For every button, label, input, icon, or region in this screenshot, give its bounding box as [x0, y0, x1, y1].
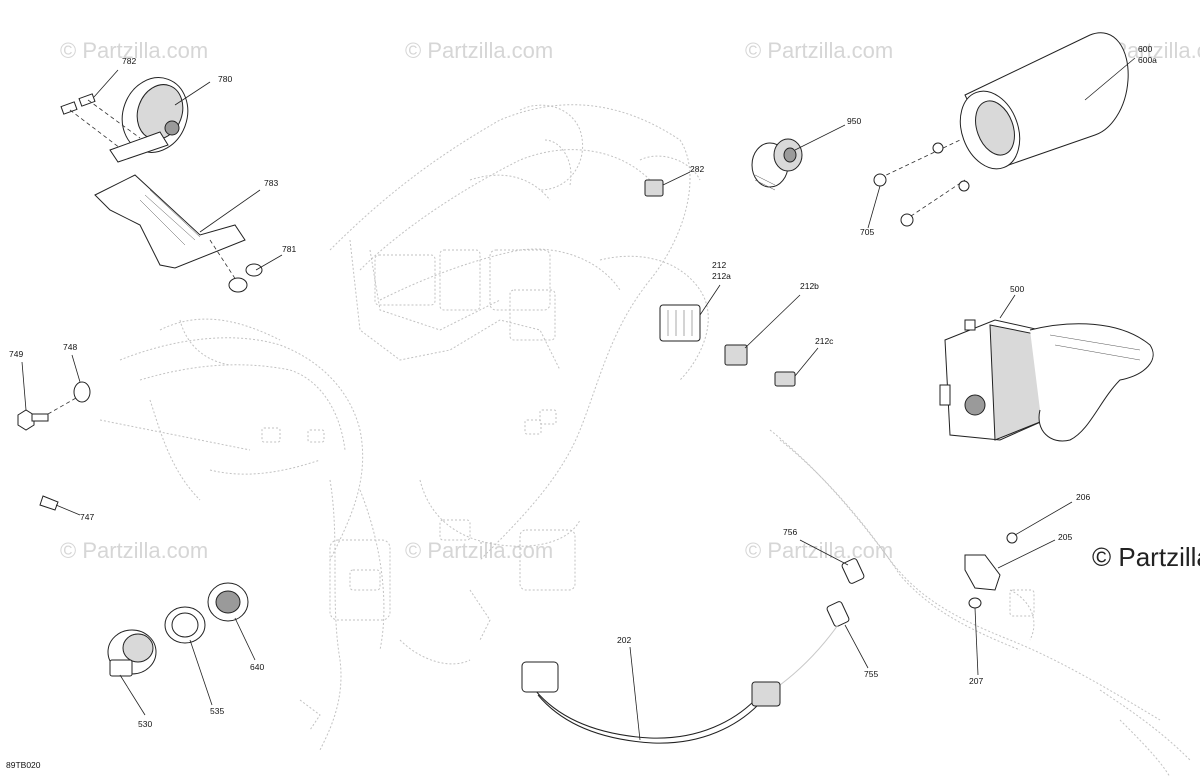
- horn-assembly: [60, 77, 263, 293]
- watermarks: © Partzilla.com © Partzilla.com © Partzi…: [60, 38, 1200, 572]
- watermark: © Partzilla.com: [745, 538, 893, 563]
- callout-640: 640: [250, 662, 264, 672]
- callout-600: 600: [1138, 44, 1152, 54]
- callout-781: 781: [282, 244, 296, 254]
- ignition-switch-group: [107, 582, 249, 677]
- callout-202: 202: [617, 635, 631, 645]
- callout-755: 755: [864, 669, 878, 679]
- callout-780: 780: [218, 74, 232, 84]
- control-module-500: [939, 319, 1154, 442]
- part-282: [644, 179, 664, 197]
- leader-lines: [21, 57, 1136, 741]
- watermark-corner: © Partzilla: [1092, 542, 1200, 572]
- callout-206: 206: [1076, 492, 1090, 502]
- grommet-748: [73, 381, 91, 403]
- callout-950: 950: [847, 116, 861, 126]
- watermark: © Partzilla.com: [745, 38, 893, 63]
- diagram-ref-code: 89TB020: [6, 760, 41, 770]
- callout-212b: 212b: [800, 281, 819, 291]
- callout-705: 705: [860, 227, 874, 237]
- main-wiring-harness-ghost: [99, 104, 1191, 777]
- watermark: © Partzilla.com: [405, 538, 553, 563]
- callout-212a: 212a: [712, 271, 731, 281]
- watermark: © Partzilla.com: [60, 538, 208, 563]
- callout-748: 748: [63, 342, 77, 352]
- callout-600a: 600a: [1138, 55, 1157, 65]
- callout-756: 756: [783, 527, 797, 537]
- callout-782: 782: [122, 56, 136, 66]
- callout-205: 205: [1058, 532, 1072, 542]
- left-small-parts: [17, 381, 91, 511]
- callout-747: 747: [80, 512, 94, 522]
- callout-783: 783: [264, 178, 278, 188]
- callout-282: 282: [690, 164, 704, 174]
- washer-207: [968, 597, 982, 609]
- callout-535: 535: [210, 706, 224, 716]
- watermark: © Partzilla.com: [405, 38, 553, 63]
- module-600: [873, 32, 1129, 227]
- callout-530: 530: [138, 719, 152, 729]
- power-socket-950: [751, 138, 803, 191]
- screw-206: [1006, 532, 1018, 544]
- callout-212c: 212c: [815, 336, 834, 346]
- callout-207: 207: [969, 676, 983, 686]
- callout-500: 500: [1010, 284, 1024, 294]
- clip-212c: [774, 371, 796, 387]
- callout-212: 212: [712, 260, 726, 270]
- bolt-782: [60, 93, 141, 149]
- callout-749: 749: [9, 349, 23, 359]
- connector-212: [659, 304, 796, 387]
- watermark: © Partzilla.com: [60, 38, 208, 63]
- callout-labels: 782 780 783 781 749 748 747 530 535 640 …: [9, 44, 1157, 729]
- terminals-212b: [724, 344, 748, 366]
- connector-755: [826, 601, 850, 627]
- clip-747: [39, 495, 59, 511]
- harness-202: [521, 558, 865, 744]
- bracket-205: [964, 532, 1018, 609]
